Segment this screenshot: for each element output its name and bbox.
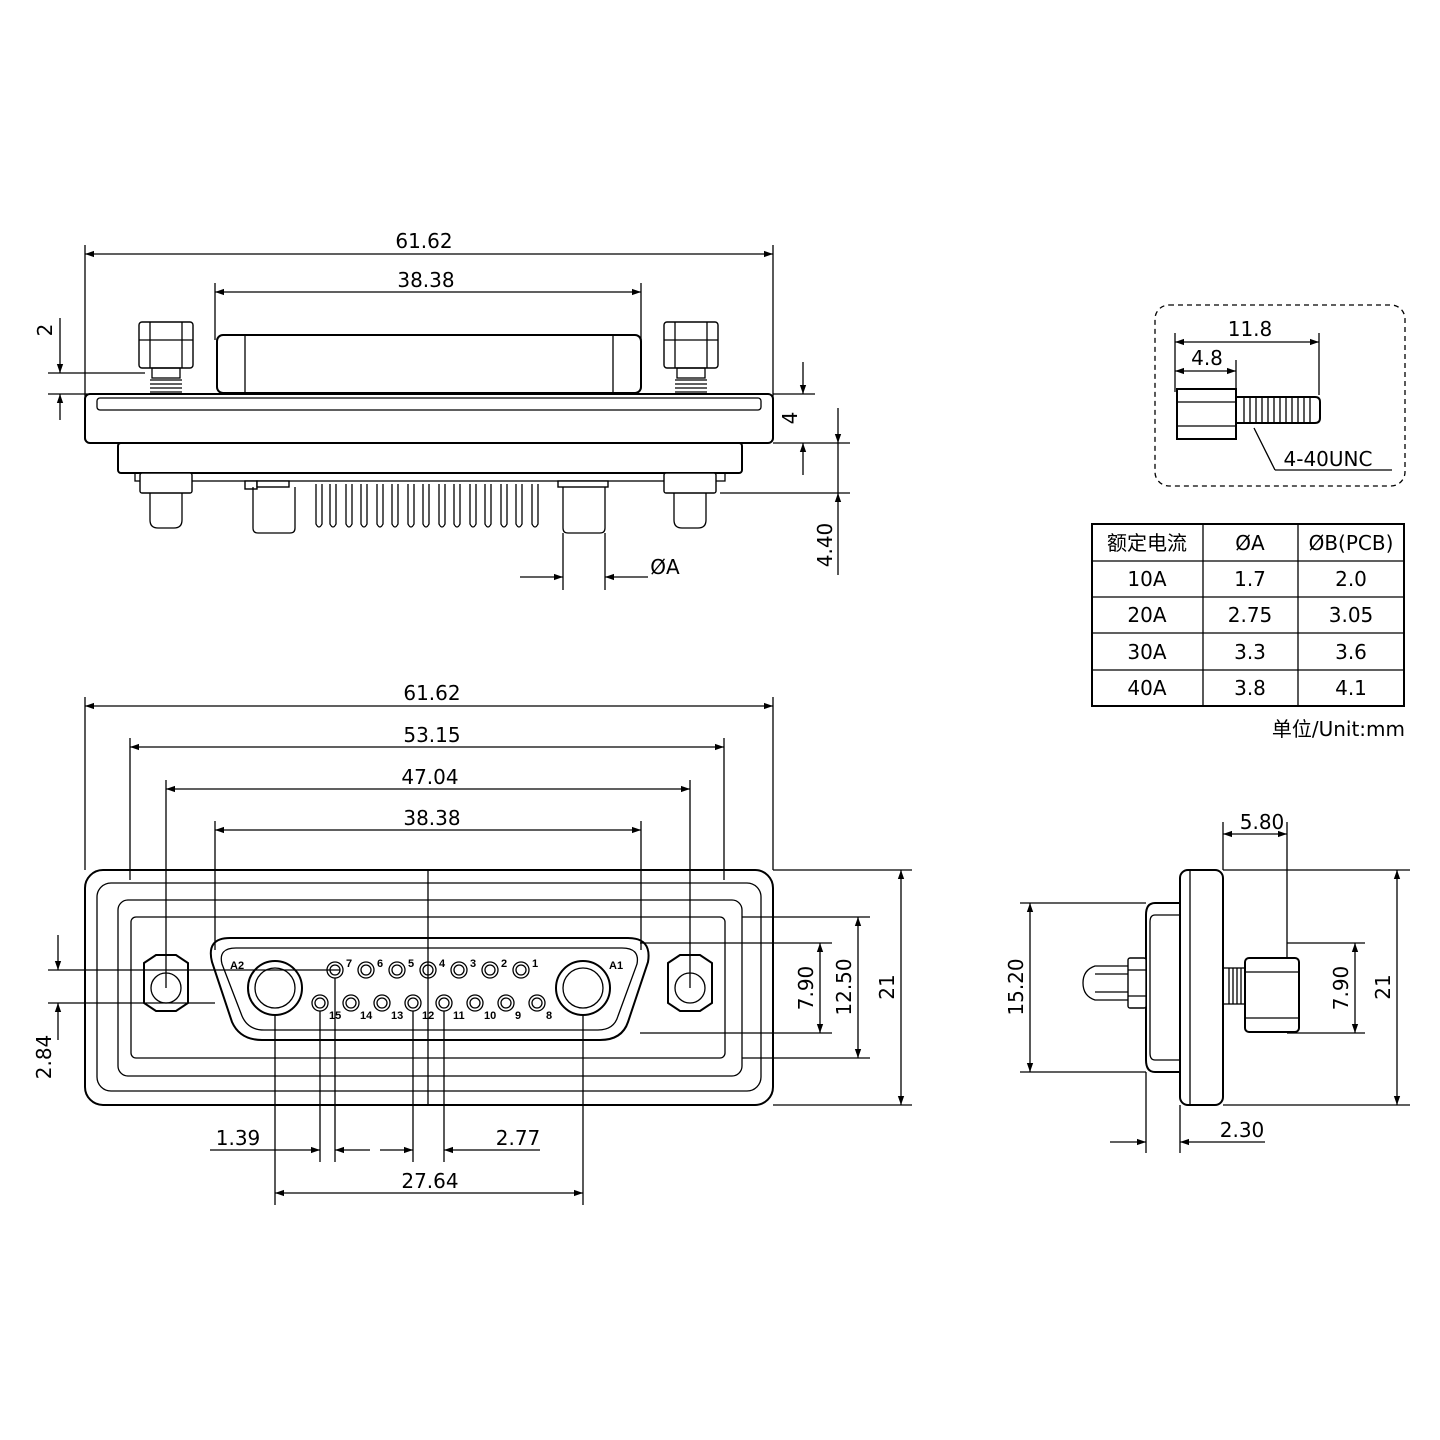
pin-label: 4 [439, 958, 446, 970]
signal-contacts-top-row [326, 961, 530, 979]
screw-detail: 11.8 4.8 4-40UNC [1154, 304, 1406, 487]
table-header-pcb: ØB(PCB) [1309, 531, 1394, 555]
dim-pin-diameter: ØA [650, 555, 680, 579]
dim-screw-length: 11.8 [1228, 317, 1273, 341]
pin-label-a1: A1 [609, 960, 623, 972]
dim-body-height: 15.20 [1004, 958, 1028, 1015]
pin-label: 2 [501, 958, 507, 970]
power-contact-a2 [247, 960, 303, 1016]
table-cell: 2.75 [1228, 603, 1273, 627]
dim-outer-mount: 53.15 [403, 723, 460, 747]
pin-label: 11 [453, 1010, 465, 1022]
dim-screw-gap: 2 [33, 324, 57, 337]
pin-label: 8 [546, 1010, 552, 1022]
dim-flange-thickness: 4 [778, 412, 802, 425]
table-cell: 1.7 [1234, 567, 1266, 591]
pin-label: 13 [391, 1010, 403, 1022]
thread-callout: 4-40UNC [1284, 447, 1373, 471]
mounting-hole-right [667, 954, 713, 1012]
dim-flange-inner: 12.50 [832, 958, 856, 1015]
dim-overall-width-front: 61.62 [403, 681, 460, 705]
thread-right [675, 379, 707, 393]
dim-inner-height: 7.90 [794, 966, 818, 1011]
front-view: 61.62 53.15 47.04 38.38 [32, 681, 912, 1205]
pin-label: 12 [422, 1010, 434, 1022]
table-cell: 20A [1127, 603, 1166, 627]
spec-table: 额定电流 ØA ØB(PCB) 10A 1.7 2.0 20A 2.75 3.0… [1091, 523, 1405, 741]
pin-label: 1 [532, 958, 538, 970]
dim-boss-height: 7.90 [1329, 966, 1353, 1011]
dim-overall-width-top: 61.62 [395, 229, 452, 253]
top-view: 61.62 38.38 [33, 229, 850, 590]
unit-note: 单位/Unit:mm [1272, 717, 1405, 741]
table-header-current: 额定电流 [1107, 531, 1187, 555]
pin-label: 5 [408, 958, 414, 970]
table-cell: 10A [1127, 567, 1166, 591]
dim-pitch-large: 2.77 [496, 1126, 541, 1150]
thread-left [150, 379, 182, 393]
pin-label: 3 [470, 958, 476, 970]
dim-flange-side: 2.30 [1220, 1118, 1265, 1142]
dim-hex-length: 4.8 [1191, 346, 1223, 370]
power-contact-a1 [555, 960, 611, 1016]
side-view: 5.80 21 7.90 15.20 2.30 [1004, 810, 1410, 1153]
dim-shell-width-front: 38.38 [403, 806, 460, 830]
dim-side-depth: 5.80 [1240, 810, 1285, 834]
pin-label-a2: A2 [230, 960, 244, 972]
pin-label: 14 [360, 1010, 373, 1022]
signal-pins-top-view [315, 484, 539, 528]
table-cell: 3.05 [1329, 603, 1374, 627]
pin-label: 6 [377, 958, 383, 970]
table-cell: 30A [1127, 640, 1166, 664]
dim-hole-pitch: 47.04 [401, 765, 458, 789]
dim-pin-length: 4.40 [813, 523, 837, 568]
dim-shell-width-top: 38.38 [397, 268, 454, 292]
dim-height-front: 21 [875, 974, 899, 999]
side-thread [1228, 968, 1242, 1004]
table-cell: 40A [1127, 676, 1166, 700]
table-cell: 3.8 [1234, 676, 1266, 700]
table-cell: 3.6 [1335, 640, 1367, 664]
pin-label: 9 [515, 1010, 521, 1022]
dim-power-pitch: 27.64 [401, 1169, 458, 1193]
table-cell: 2.0 [1335, 567, 1367, 591]
screw-thread [1243, 397, 1311, 423]
pin-label: 10 [484, 1010, 496, 1022]
table-header-pin: ØA [1235, 531, 1265, 555]
dim-pin-offset: 2.84 [32, 1035, 56, 1080]
dim-height-side: 21 [1371, 974, 1395, 999]
table-cell: 4.1 [1335, 676, 1367, 700]
pin-label: 7 [346, 958, 352, 970]
table-cell: 3.3 [1234, 640, 1266, 664]
dim-pitch-small: 1.39 [216, 1126, 261, 1150]
